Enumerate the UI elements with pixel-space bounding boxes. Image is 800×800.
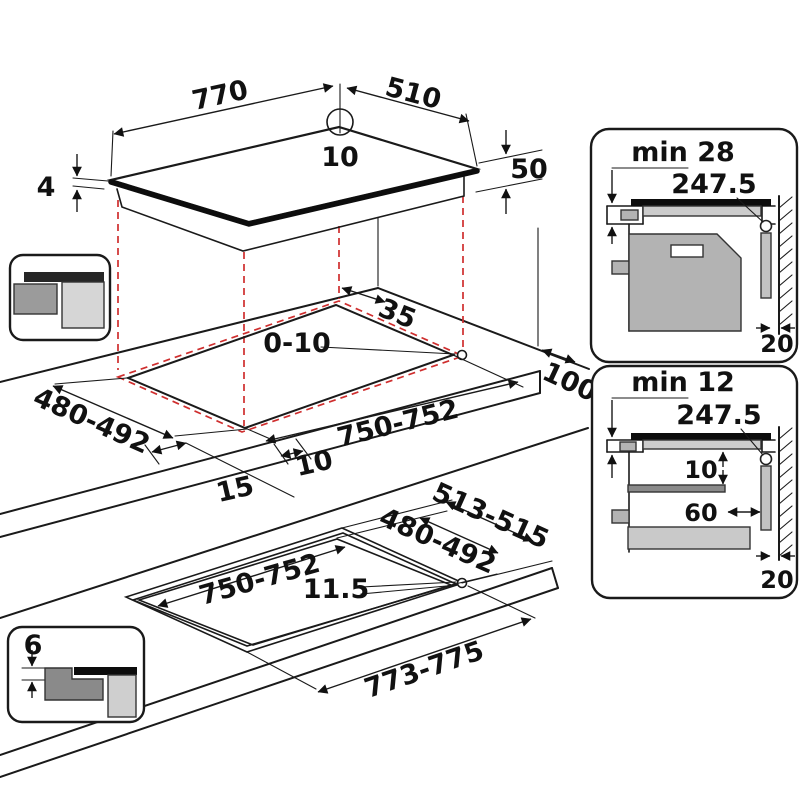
s2-rear-bracket (760, 465, 772, 531)
hob-footprint-outline (115, 300, 466, 433)
s2-hob-depth-label: 247.5 (676, 400, 761, 431)
flush-worktop-edges (0, 427, 589, 778)
hob-width-label: 770 (189, 74, 251, 116)
s2-wall (778, 426, 793, 561)
s2-hob-body (642, 439, 762, 450)
inset2-support-block (107, 674, 137, 718)
ledge-width-label: 11.5 (303, 574, 370, 605)
s1-rear-bracket (760, 232, 772, 299)
s1-hinge-tab (611, 260, 630, 275)
s1-hob-glass (631, 199, 771, 206)
s1-hob-body (642, 205, 762, 217)
surface-mount-inset (8, 253, 112, 342)
s1-oven-body (628, 233, 742, 332)
hob-depth-label: 510 (382, 72, 444, 117)
hob-glass-top (106, 125, 482, 224)
inset1-worktop-block (61, 281, 105, 329)
cutout-width-label: 750-752 (334, 394, 462, 454)
height-below-label: 50 (510, 154, 548, 185)
wall-section-surface: min 28 247.5 20 (589, 127, 799, 364)
s1-clamp (620, 209, 639, 221)
s2-shelf (627, 484, 726, 493)
flush-dimensions (157, 499, 553, 694)
s1-clip-circle (759, 219, 773, 233)
hob-glass-edge (108, 168, 480, 227)
s1-oven-vent (670, 244, 704, 258)
s1-min-thickness-label: min 28 (631, 137, 735, 168)
hob-body-skirt (116, 176, 465, 252)
corner-tolerance-label: 0-10 (263, 328, 331, 359)
s2-min-thickness-label: min 12 (631, 367, 735, 398)
inset1-hob-bar (24, 272, 104, 282)
s2-shelf-setback-label: 60 (684, 499, 717, 527)
recess-width-label: 773-775 (361, 635, 488, 705)
s2-hob-glass (631, 433, 771, 440)
flush-mount-inset: 6 (6, 625, 146, 724)
front-gap-label: 15 (213, 470, 257, 509)
flush-cutout-view: 513-515 480-492 750-752 11.5 773-775 (0, 427, 589, 778)
side-gap-label: 10 (292, 444, 336, 483)
hob-dimensions (72, 83, 543, 214)
hole-offset-label: 10 (321, 142, 359, 173)
s1-hob-depth-label: 247.5 (671, 169, 756, 200)
projection-lines (115, 196, 539, 433)
s2-under-clearance-label: 10 (684, 456, 717, 484)
cable-hole-circle (326, 108, 354, 136)
cutout-dimensions (52, 286, 576, 498)
wall-section-flush: min 12 247.5 10 60 20 (590, 364, 799, 600)
s1-wall (778, 195, 793, 335)
s2-drawer-block (627, 526, 751, 550)
inset2-rebated-worktop (44, 667, 104, 701)
glass-thickness-label: 4 (37, 172, 56, 203)
worktop-cutout-view: 35 0-10 100 480-492 750-752 10 15 (0, 196, 602, 538)
s2-hinge-tab (611, 509, 630, 524)
s1-rear-gap-label: 20 (760, 330, 793, 358)
rebate-depth-label: 6 (24, 630, 43, 661)
rear-gap-label: 35 (374, 293, 420, 336)
s2-clamp (619, 441, 637, 452)
inset2-hob-bar (74, 667, 137, 675)
s2-clip-circle (759, 452, 773, 466)
inset1-cabinet-block (13, 283, 58, 315)
s2-rear-gap-label: 20 (760, 566, 793, 594)
hob-top-view: 770 510 10 4 50 (37, 72, 548, 252)
